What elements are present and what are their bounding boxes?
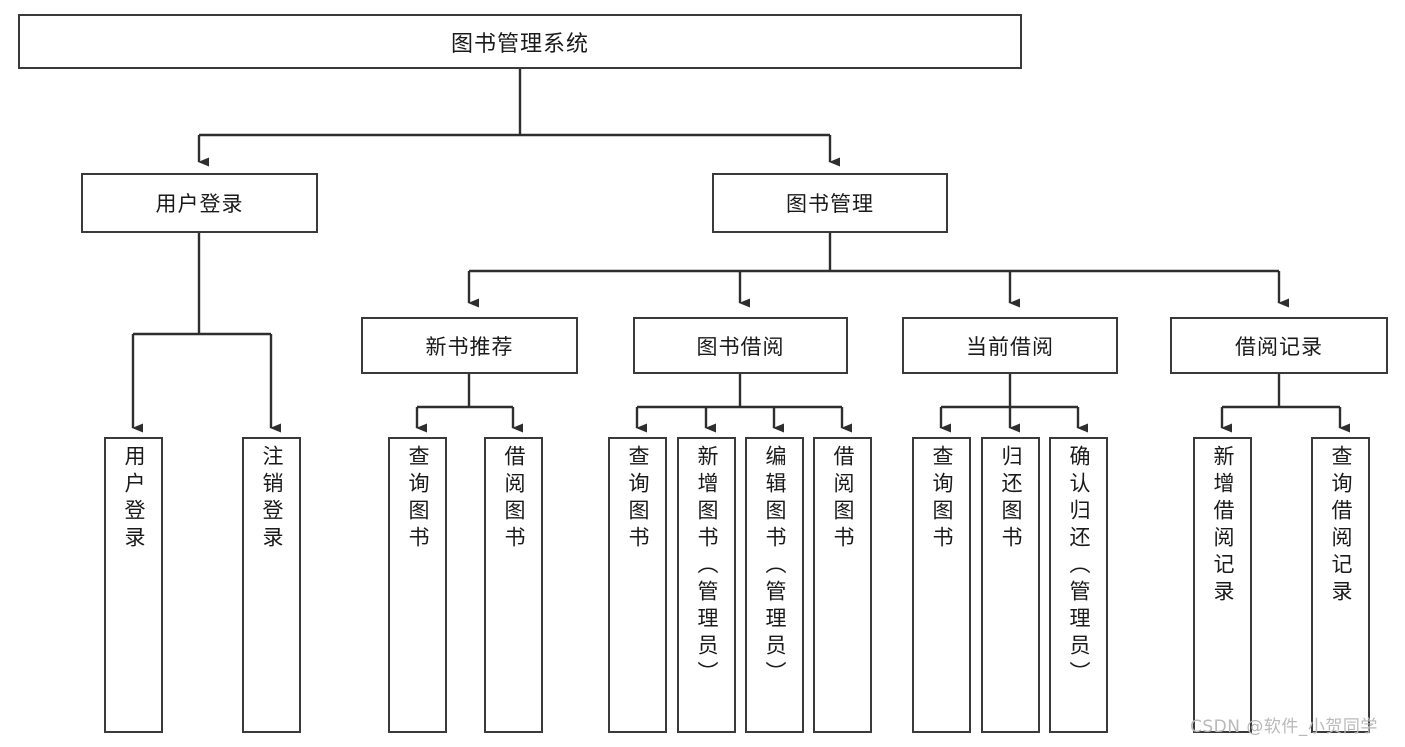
node-label: 确认归还（管理员） xyxy=(1067,445,1091,688)
node-leaf-borrow-book[interactable]: 借阅图书 xyxy=(813,437,872,733)
node-leaf-logout[interactable]: 注销登录 xyxy=(242,437,301,733)
node-label: 图书借阅 xyxy=(696,334,785,359)
node-label: 用户登录 xyxy=(155,192,244,216)
node-label: 归还图书 xyxy=(999,445,1023,553)
node-label: 编辑图书（管理员） xyxy=(763,445,787,688)
node-label: 借阅图书 xyxy=(502,445,526,553)
node-label: 借阅记录 xyxy=(1235,334,1323,359)
node-borrow-record[interactable]: 借阅记录 xyxy=(1170,317,1388,374)
node-leaf-user-login[interactable]: 用户登录 xyxy=(104,437,163,733)
node-label: 新书推荐 xyxy=(425,334,514,359)
node-current-borrow[interactable]: 当前借阅 xyxy=(902,317,1118,374)
node-label: 查询图书 xyxy=(626,445,650,553)
node-label: 新增借阅记录 xyxy=(1211,445,1235,607)
node-book-management[interactable]: 图书管理 xyxy=(712,173,948,233)
node-root-book-management-system[interactable]: 图书管理系统 xyxy=(18,14,1022,69)
node-new-book-recommend[interactable]: 新书推荐 xyxy=(361,317,578,374)
node-label: 图书管理系统 xyxy=(450,31,589,57)
node-label: 新增图书（管理员） xyxy=(695,445,719,688)
node-label: 注销登录 xyxy=(260,445,284,553)
node-leaf-query-borrow-record[interactable]: 查询借阅记录 xyxy=(1311,437,1370,733)
node-leaf-add-borrow-record[interactable]: 新增借阅记录 xyxy=(1193,437,1252,733)
node-leaf-borrow-book-recommend[interactable]: 借阅图书 xyxy=(484,437,543,733)
node-leaf-query-book-borrow[interactable]: 查询图书 xyxy=(608,437,667,733)
node-label: 当前借阅 xyxy=(966,334,1054,359)
node-leaf-return-book[interactable]: 归还图书 xyxy=(981,437,1040,733)
node-leaf-query-book-current[interactable]: 查询图书 xyxy=(912,437,971,733)
watermark-text: CSDN @软件_小贺同学 xyxy=(1190,717,1378,737)
node-label: 图书管理 xyxy=(786,192,874,216)
node-label: 查询借阅记录 xyxy=(1329,445,1353,607)
node-leaf-add-book[interactable]: 新增图书（管理员） xyxy=(677,437,736,733)
node-label: 查询图书 xyxy=(406,445,430,553)
node-leaf-edit-book[interactable]: 编辑图书（管理员） xyxy=(745,437,804,733)
node-leaf-query-book-recommend[interactable]: 查询图书 xyxy=(388,437,447,733)
node-label: 查询图书 xyxy=(930,445,954,553)
node-user-login[interactable]: 用户登录 xyxy=(81,173,318,233)
node-leaf-confirm-return[interactable]: 确认归还（管理员） xyxy=(1049,437,1108,733)
node-label: 用户登录 xyxy=(122,445,146,553)
node-label: 借阅图书 xyxy=(831,445,855,553)
node-book-borrow[interactable]: 图书借阅 xyxy=(633,317,848,374)
